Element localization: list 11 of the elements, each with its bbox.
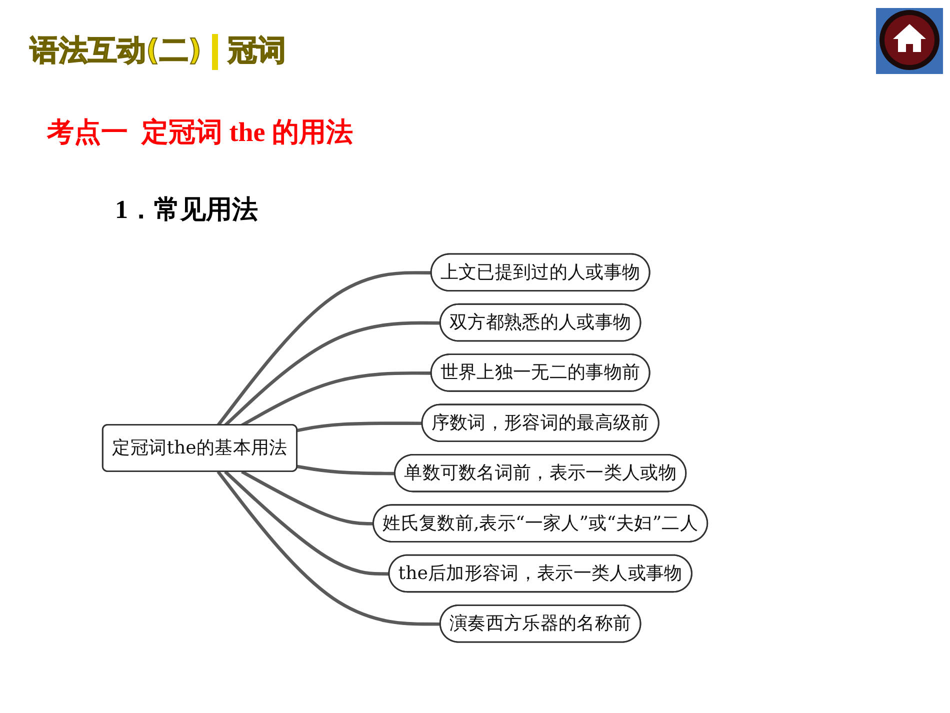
connector bbox=[224, 321, 441, 427]
header-topic: 冠词 bbox=[228, 33, 286, 68]
section-heading: 1．常见用法 bbox=[115, 194, 258, 226]
connector bbox=[216, 470, 441, 626]
header-title: 语法互动(二) bbox=[30, 33, 202, 68]
connector bbox=[241, 470, 374, 526]
connector bbox=[224, 470, 390, 576]
connector bbox=[216, 271, 432, 426]
connector bbox=[296, 422, 422, 432]
connector bbox=[297, 464, 396, 476]
slide-heading: 考点一 定冠词 the 的用法 bbox=[47, 116, 353, 148]
